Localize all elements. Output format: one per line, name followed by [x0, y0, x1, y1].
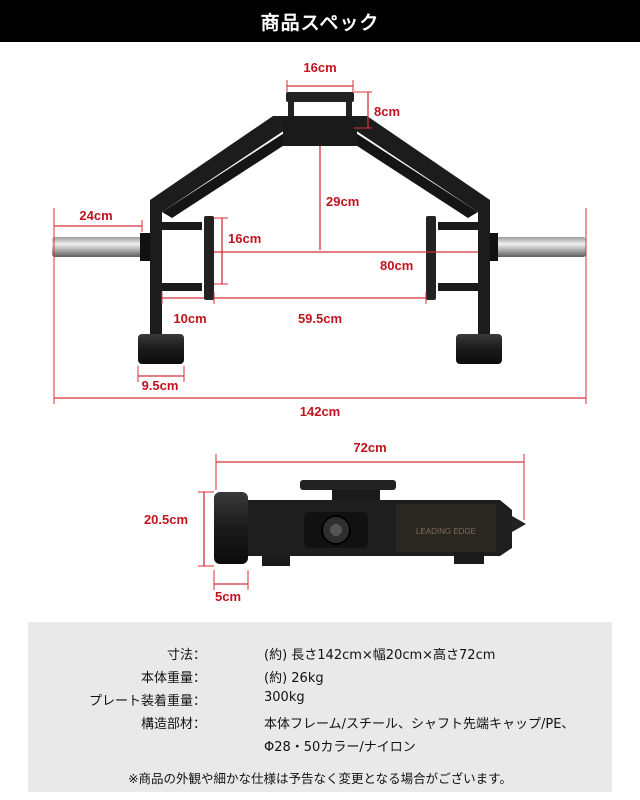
- left-frame: [150, 116, 285, 340]
- dim-grip-height: 16cm: [228, 231, 261, 246]
- trap-bar-side-view: LEADING EDGE: [214, 480, 526, 566]
- side-foot: [214, 492, 248, 564]
- spec-value-materials-cont: Φ28・50カラー/ナイロン: [264, 740, 416, 755]
- spec-value-materials: 本体フレーム/スチール、シャフト先端キャップ/PE、: [264, 717, 575, 732]
- dimension-lines-front: [53, 80, 587, 404]
- left-sleeve: [52, 237, 144, 257]
- spec-label-weight: 本体重量：: [140, 671, 206, 686]
- dim-frame-height: 29cm: [326, 194, 359, 209]
- spec-label-dimensions: 寸法：: [166, 648, 206, 663]
- top-handle: [286, 92, 354, 102]
- dim-handle-width: 16cm: [303, 60, 336, 75]
- dimension-lines-side: [198, 454, 525, 590]
- right-foot: [456, 334, 502, 364]
- dim-total-length: 142cm: [300, 404, 340, 419]
- spec-value-plate-load: 300kg: [264, 690, 305, 705]
- dim-inner-width: 59.5cm: [298, 311, 342, 326]
- right-grip: [426, 216, 436, 300]
- dim-foot-width: 9.5cm: [142, 378, 179, 393]
- left-foot: [138, 334, 184, 364]
- spec-value-dimensions: (約) 長さ142cm×幅20cm×高さ72cm: [264, 648, 496, 663]
- dim-depth: 20.5cm: [144, 512, 188, 527]
- dim-foot-depth: 5cm: [215, 589, 241, 604]
- spec-value-weight: (約) 26kg: [264, 671, 324, 686]
- dim-handle-height: 8cm: [374, 104, 400, 119]
- top-connector: [283, 116, 357, 146]
- dim-total-height: 72cm: [353, 440, 386, 455]
- trap-bar-front-view: [52, 92, 586, 364]
- spec-label-materials: 構造部材：: [140, 717, 206, 732]
- page-title: 商品スペック: [0, 0, 640, 42]
- dim-grip-width: 80cm: [380, 258, 413, 273]
- brand-text: LEADING EDGE: [416, 527, 476, 536]
- dim-sleeve-length: 24cm: [79, 208, 112, 223]
- left-grip: [204, 216, 214, 300]
- spec-label-plate-load: プレート装着重量：: [88, 694, 206, 709]
- spec-table: 寸法： (約) 長さ142cm×幅20cm×高さ72cm 本体重量： (約) 2…: [28, 622, 612, 792]
- right-sleeve: [492, 237, 586, 257]
- product-diagram: 16cm 8cm 29cm 24cm 16cm 80cm 10cm 59.5cm…: [52, 60, 587, 604]
- dim-side-gap: 10cm: [173, 311, 206, 326]
- disclaimer-note: ※商品の外観や細かな仕様は予告なく変更となる場合がございます。: [128, 771, 512, 786]
- right-frame: [355, 116, 490, 340]
